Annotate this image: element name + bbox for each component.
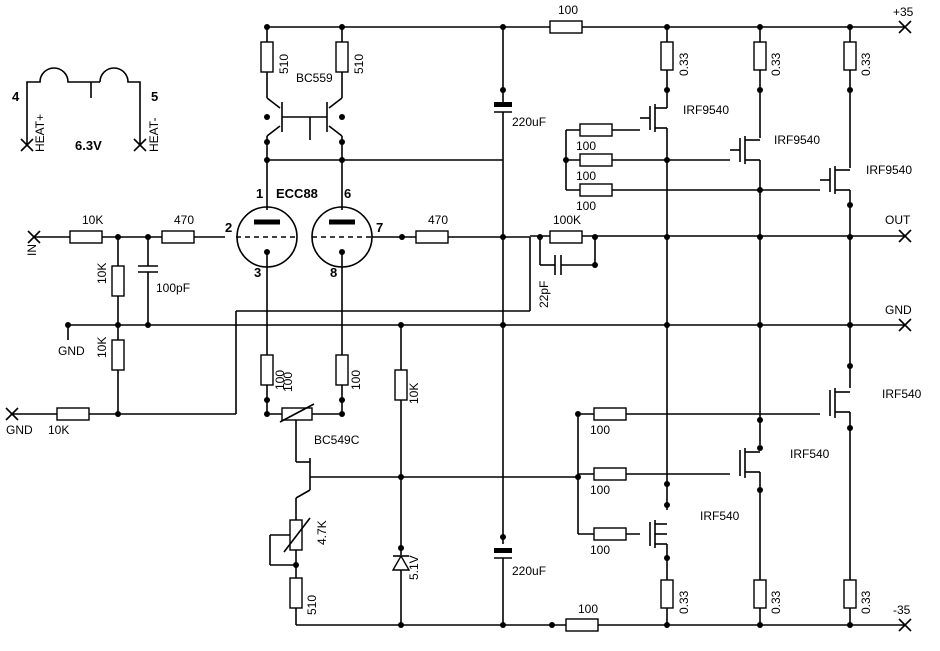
gnd-heat-label: GND: [58, 344, 85, 358]
bias-network: [266, 385, 580, 625]
heater-symbol: [20, 67, 147, 152]
mosfet-n3-label: IRF540: [700, 509, 740, 523]
resistor-10k-divider-2: [111, 339, 125, 371]
c-22pf-label: 22pF: [537, 281, 551, 308]
tube-pin7: 7: [376, 220, 383, 235]
p-gate-network: [565, 123, 820, 197]
r-510-c-label: 510: [305, 595, 319, 615]
r-510-a-label: 510: [277, 54, 291, 74]
resistor-510-right: [335, 41, 349, 73]
zener-string: [391, 325, 411, 625]
gnd-label: GND: [885, 303, 912, 317]
pot-100-label: 100: [281, 372, 295, 392]
r-gn2-label: 100: [590, 483, 610, 497]
r-src-n2-label: 0.33: [769, 590, 783, 614]
r-10k-gnd-label: 10K: [48, 423, 69, 437]
gnd-input-terminal: [5, 310, 530, 421]
resistor-470-grid2: [415, 230, 449, 244]
r-grid2-470-label: 470: [428, 213, 448, 227]
mosfet-column-3: [820, 27, 857, 625]
r-10k-v2-label: 10K: [95, 337, 109, 358]
heat-minus-label: HEAT-: [147, 118, 161, 152]
zener-label: 5.1V: [407, 555, 421, 580]
r-fb-100k-label: 100K: [553, 213, 581, 227]
r-src-p2-label: 0.33: [769, 52, 783, 76]
heater-pin5: 5: [151, 89, 158, 104]
resistor-510-left: [260, 41, 274, 73]
resistor-100-top-rail: [549, 20, 583, 34]
mosfet-n2-label: IRF540: [790, 447, 830, 461]
output-line: [530, 229, 912, 243]
bc549c-label: BC549C: [314, 433, 360, 447]
r-gn3-label: 100: [590, 543, 610, 557]
r-cath-b-label: 100: [349, 370, 363, 390]
out-label: OUT: [885, 213, 911, 227]
feedback-network: [529, 230, 596, 311]
ground-line: [67, 318, 912, 340]
vpos-label: +35: [893, 5, 914, 19]
cap-220uf-bottom: [494, 548, 512, 625]
resistor-470-grid: [161, 230, 195, 244]
r-gn1-label: 100: [590, 423, 610, 437]
resistor-100-cathode-a: [260, 354, 274, 386]
bc559-label: BC559: [296, 71, 333, 85]
resistor-100-bottom-rail: [565, 618, 599, 632]
cap-220uf-top: [494, 27, 512, 544]
r-10k-zener-label: 10K: [407, 383, 421, 404]
mosfet-column-1: [640, 27, 674, 625]
r-top-rail-label: 100: [558, 3, 578, 17]
c-100pf-label: 100pF: [156, 281, 190, 295]
in-label: IN: [25, 244, 39, 256]
negative-rail: [296, 618, 912, 632]
junction-dots: [65, 24, 853, 628]
tube-pin6: 6: [344, 186, 351, 201]
heater-voltage: 6.3V: [75, 138, 102, 153]
tube-pin8: 8: [330, 265, 337, 280]
r-grid-470-label: 470: [174, 213, 194, 227]
resistor-100-cathode-b: [335, 354, 349, 386]
tube-pin3: 3: [254, 265, 261, 280]
tube-pin2: 2: [225, 220, 232, 235]
r-gp3-label: 100: [576, 199, 596, 213]
positive-rail: [267, 20, 912, 34]
gnd-in-label: GND: [6, 423, 33, 437]
r-cath-a-label: 100: [273, 370, 287, 390]
r-src-p1-label: 0.33: [677, 52, 691, 76]
vneg-label: -35: [893, 603, 911, 617]
resistor-10k-divider-1: [111, 265, 125, 297]
c-220uf-bot-label: 220uF: [512, 564, 546, 578]
mosfet-p3-label: IRF9540: [866, 163, 912, 177]
mosfet-p2-label: IRF9540: [774, 133, 820, 147]
input-terminal: [27, 230, 225, 244]
r-510-b-label: 510: [352, 54, 366, 74]
heater-pin4: 4: [12, 89, 20, 104]
heat-plus-label: HEAT+: [33, 114, 47, 152]
pot-4k7-label: 4.7K: [315, 520, 329, 545]
ecc88-label: ECC88: [276, 186, 318, 201]
n-gate-network: [577, 407, 820, 541]
capacitor-100pf: [138, 237, 158, 325]
bc559-pair: [266, 72, 503, 210]
r-src-n1-label: 0.33: [859, 590, 873, 614]
tube-pin1: 1: [256, 186, 263, 201]
ecc88-tube: [236, 206, 530, 355]
resistor-10k-gnd: [56, 407, 90, 421]
mosfet-n1-label: IRF540: [882, 387, 922, 401]
c-220uf-top-label: 220uF: [512, 115, 546, 129]
r-10k-v1-label: 10K: [95, 263, 109, 284]
r-in-10k-label: 10K: [82, 213, 103, 227]
r-gp2-label: 100: [576, 169, 596, 183]
mosfet-p1-label: IRF9540: [683, 103, 729, 117]
r-gp1-label: 100: [576, 139, 596, 153]
r-src-n3-label: 0.33: [677, 590, 691, 614]
resistor-10k-input: [69, 230, 103, 244]
r-bot-rail-label: 100: [578, 602, 598, 616]
r-src-p3-label: 0.33: [859, 52, 873, 76]
